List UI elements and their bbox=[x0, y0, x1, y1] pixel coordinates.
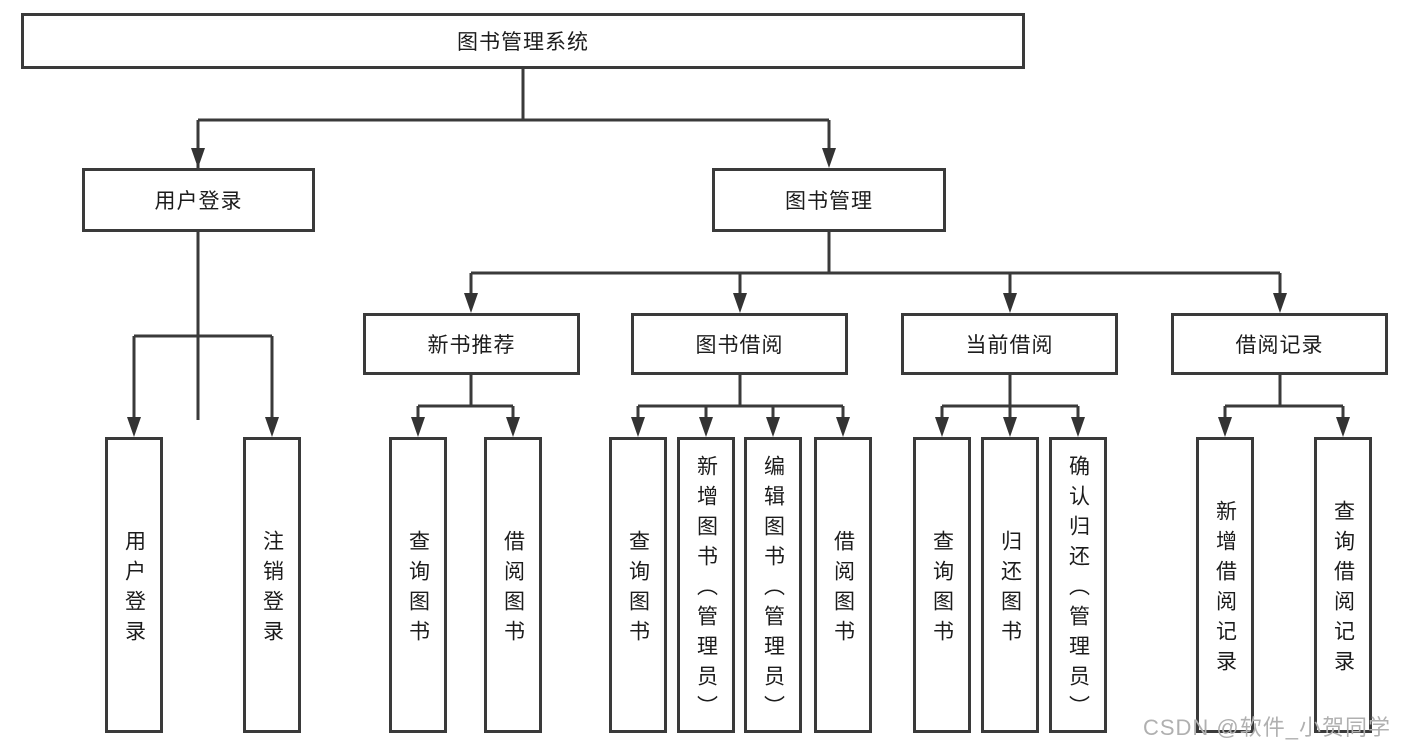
new-book-recommendation-label: 新书推荐 bbox=[427, 334, 516, 357]
arrow-icon bbox=[265, 417, 279, 437]
connector-borrow-record-to-leaves bbox=[1223, 375, 1345, 419]
leaf-add-borrow-record-label: 新增借阅记录 bbox=[1213, 499, 1237, 680]
leaf-borrow-books-1-label: 借阅图书 bbox=[501, 529, 525, 650]
leaf-user-login: 用户登录 bbox=[105, 437, 163, 733]
arrow-icon bbox=[1336, 417, 1350, 437]
arrow-icon bbox=[127, 417, 141, 437]
leaf-query-books-3-label: 查询图书 bbox=[930, 529, 954, 650]
arrow-icon bbox=[411, 417, 425, 437]
book-borrowing-label: 图书借阅 bbox=[695, 334, 784, 357]
node-borrowing-records: 借阅记录 bbox=[1171, 313, 1388, 375]
arrow-icon bbox=[1218, 417, 1232, 437]
arrow-icon bbox=[836, 417, 850, 437]
leaf-query-books-3: 查询图书 bbox=[913, 437, 971, 733]
leaf-query-books-2-label: 查询图书 bbox=[626, 529, 650, 650]
connector-book-borrow-to-leaves bbox=[636, 375, 845, 419]
node-user-login: 用户登录 bbox=[82, 168, 315, 232]
leaf-add-borrow-record: 新增借阅记录 bbox=[1196, 437, 1254, 733]
connector-user-login-to-leaves bbox=[132, 232, 274, 419]
arrow-icon bbox=[733, 293, 747, 313]
current-borrowing-label: 当前借阅 bbox=[965, 334, 1054, 357]
leaf-confirm-return-admin: 确认归还（管理员） bbox=[1049, 437, 1107, 733]
leaf-logout-label: 注销登录 bbox=[260, 529, 284, 650]
arrow-icon bbox=[1071, 417, 1085, 437]
leaf-query-books-2: 查询图书 bbox=[609, 437, 667, 733]
root-label: 图书管理系统 bbox=[457, 31, 589, 54]
arrow-icon bbox=[766, 417, 780, 437]
leaf-borrow-books-2-label: 借阅图书 bbox=[831, 529, 855, 650]
node-library-management-system: 图书管理系统 bbox=[21, 13, 1025, 69]
leaf-edit-books-admin-label: 编辑图书（管理员） bbox=[761, 454, 785, 725]
leaf-user-login-label: 用户登录 bbox=[122, 529, 146, 650]
node-current-borrowing: 当前借阅 bbox=[901, 313, 1118, 375]
node-book-management: 图书管理 bbox=[712, 168, 946, 232]
arrow-icon bbox=[191, 148, 205, 168]
connector-new-book-to-leaves bbox=[416, 375, 515, 419]
borrowing-records-label: 借阅记录 bbox=[1235, 334, 1324, 357]
leaf-return-books-label: 归还图书 bbox=[998, 529, 1022, 650]
leaf-add-books-admin: 新增图书（管理员） bbox=[677, 437, 735, 733]
leaf-query-borrow-record-label: 查询借阅记录 bbox=[1331, 499, 1355, 680]
node-book-borrowing: 图书借阅 bbox=[631, 313, 848, 375]
leaf-return-books: 归还图书 bbox=[981, 437, 1039, 733]
arrow-icon bbox=[699, 417, 713, 437]
leaf-add-books-admin-label: 新增图书（管理员） bbox=[694, 454, 718, 725]
arrow-icon bbox=[822, 148, 836, 168]
node-new-book-recommendation: 新书推荐 bbox=[363, 313, 580, 375]
arrow-icon bbox=[464, 293, 478, 313]
leaf-confirm-return-admin-label: 确认归还（管理员） bbox=[1066, 454, 1090, 725]
user-login-label: 用户登录 bbox=[154, 190, 243, 213]
leaf-logout: 注销登录 bbox=[243, 437, 301, 733]
book-management-label: 图书管理 bbox=[785, 190, 873, 213]
connector-current-borrow-to-leaves bbox=[940, 375, 1080, 419]
leaf-query-books-1: 查询图书 bbox=[389, 437, 447, 733]
arrow-icon bbox=[631, 417, 645, 437]
leaf-borrow-books-1: 借阅图书 bbox=[484, 437, 542, 733]
arrow-icon bbox=[506, 417, 520, 437]
leaf-query-borrow-record: 查询借阅记录 bbox=[1314, 437, 1372, 733]
connector-book-management-to-level3 bbox=[469, 232, 1282, 295]
leaf-borrow-books-2: 借阅图书 bbox=[814, 437, 872, 733]
arrow-icon bbox=[1003, 417, 1017, 437]
leaf-query-books-1-label: 查询图书 bbox=[406, 529, 430, 650]
arrow-icon bbox=[1003, 293, 1017, 313]
arrow-icon bbox=[935, 417, 949, 437]
watermark: CSDN @软件_小贺同学 bbox=[1142, 715, 1391, 740]
arrow-icon bbox=[1273, 293, 1287, 313]
leaf-edit-books-admin: 编辑图书（管理员） bbox=[744, 437, 802, 733]
